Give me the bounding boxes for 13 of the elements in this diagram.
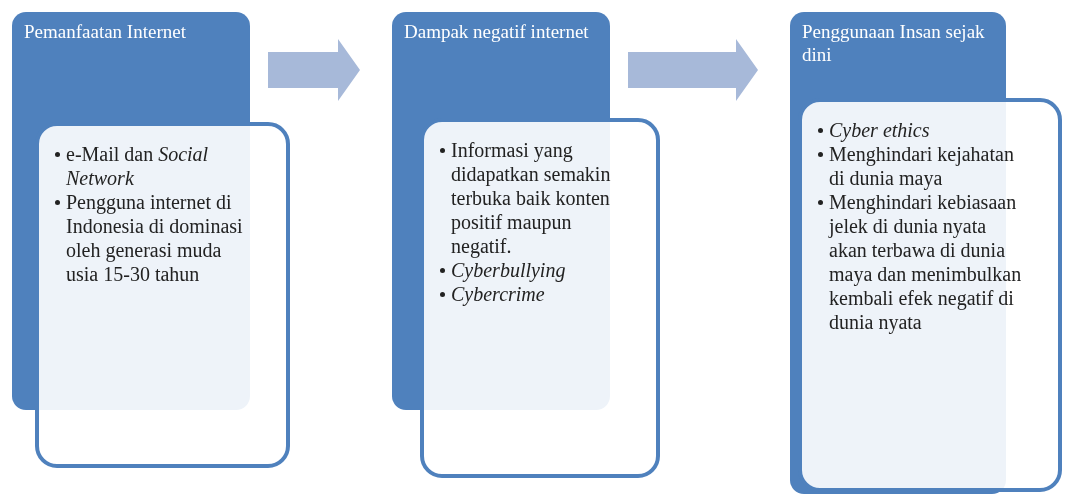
panel-heading: Dampak negatif internet	[404, 20, 590, 43]
panel-heading: Pemanfaatan Internet	[24, 20, 187, 43]
panel-heading: Penggunaan Insan sejak dini	[802, 20, 986, 66]
block-arrow	[628, 39, 758, 101]
bullet-text: Cyber ethics	[829, 118, 930, 142]
bullet-text: Menghindari kebiasaan jelek di dunia nyata akan terbawa di dunia maya dan menimbulkan kembali efek negatif di dunia nyata	[829, 190, 1023, 334]
bullet-text: Informasi yang didapatkan semakin terbuka baik konten positif maupun negatif.	[451, 138, 612, 258]
bullet-text: Menghindari kejahatan di dunia maya	[829, 142, 1015, 190]
bullet-text: Pengguna internet di Indonesia di dominasi oleh generasi muda usia 15-30 tahun	[66, 190, 244, 286]
block-arrow	[268, 39, 360, 101]
bullet-text: e-Mail dan Social Network	[66, 142, 210, 190]
bullet-text: Cyberbullying	[451, 258, 566, 282]
bullet-text: Cybercrime	[451, 282, 545, 306]
